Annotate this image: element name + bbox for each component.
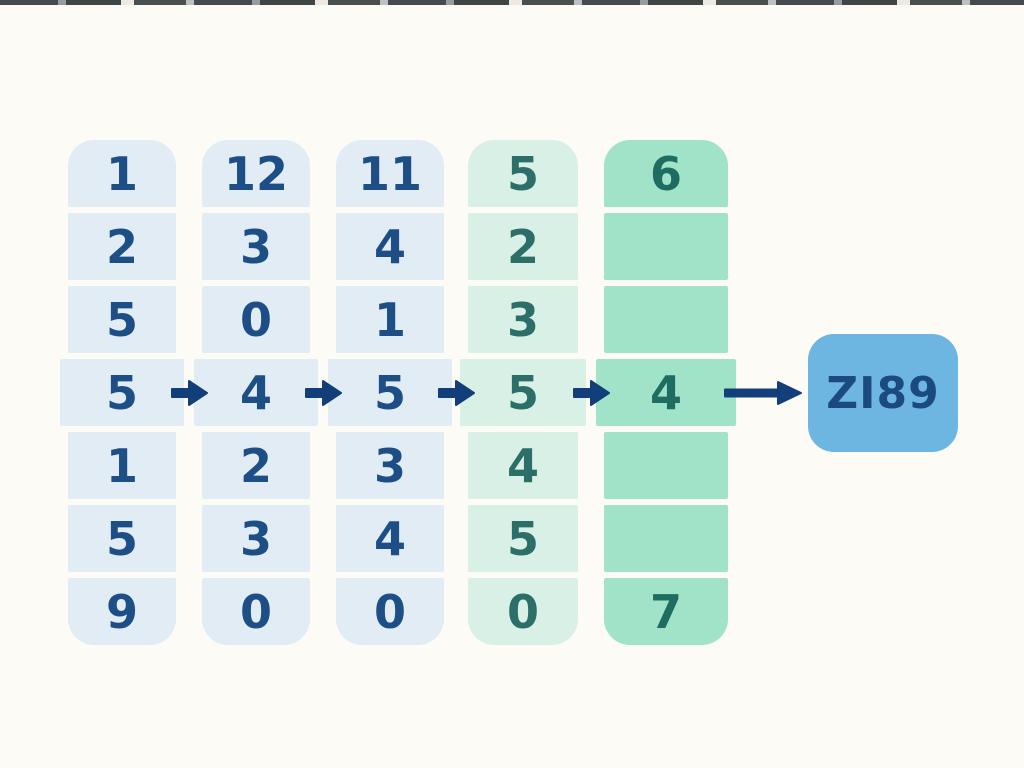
digit-cell-highlighted: 5 (60, 359, 184, 426)
digit-cell-highlighted: 4 (596, 359, 736, 426)
digit-cell: 5 (468, 140, 578, 207)
digit-cell: 5 (68, 505, 176, 572)
arrow-right-icon (571, 378, 611, 408)
digit-cell: 1 (68, 432, 176, 499)
long-arrow-right-icon (722, 378, 804, 408)
digit-cell: 12 (202, 140, 310, 207)
digit-cell: 2 (468, 213, 578, 280)
digit-cell: 6 (604, 140, 728, 207)
column-2: 12 3 0 4 2 3 0 (194, 140, 318, 645)
digit-cell: 7 (604, 578, 728, 645)
digit-cell: 9 (68, 578, 176, 645)
digit-cell: 4 (336, 213, 444, 280)
empty-cell (604, 286, 728, 353)
empty-cell (604, 213, 728, 280)
column-5: 6 4 7 (596, 140, 736, 645)
digit-cell: 4 (336, 505, 444, 572)
column-4: 5 2 3 5 4 5 0 (460, 140, 586, 645)
digit-cell: 2 (202, 432, 310, 499)
digit-cell: 5 (468, 505, 578, 572)
top-artifact-strip (0, 0, 1024, 5)
digit-cell: 0 (202, 286, 310, 353)
digit-cell: 3 (202, 213, 310, 280)
digit-cell: 11 (336, 140, 444, 207)
arrow-right-icon (303, 378, 343, 408)
digit-cell: 1 (68, 140, 176, 207)
digit-cell: 2 (68, 213, 176, 280)
output-box: ZI89 (808, 334, 958, 452)
arrow-right-icon (436, 378, 476, 408)
digit-cell: 3 (202, 505, 310, 572)
digit-cell: 0 (468, 578, 578, 645)
digit-cell: 1 (336, 286, 444, 353)
digit-cell: 0 (202, 578, 310, 645)
digit-cell: 0 (336, 578, 444, 645)
digit-cell-highlighted: 5 (460, 359, 586, 426)
empty-cell (604, 432, 728, 499)
digit-cell: 3 (336, 432, 444, 499)
digit-cell: 3 (468, 286, 578, 353)
digit-cell-highlighted: 5 (328, 359, 452, 426)
digit-cell: 4 (468, 432, 578, 499)
column-3: 11 4 1 5 3 4 0 (328, 140, 452, 645)
digit-cell: 5 (68, 286, 176, 353)
arrow-right-icon (169, 378, 209, 408)
empty-cell (604, 505, 728, 572)
column-1: 1 2 5 5 1 5 9 (60, 140, 184, 645)
output-label: ZI89 (826, 367, 940, 419)
digit-cell-highlighted: 4 (194, 359, 318, 426)
